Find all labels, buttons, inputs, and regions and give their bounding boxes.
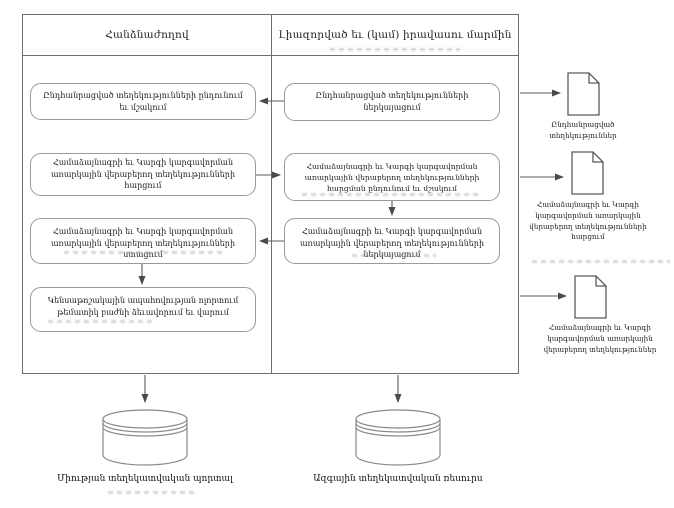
scan-artifact xyxy=(302,193,480,196)
scan-artifact xyxy=(48,320,156,323)
database-cylinder-icon xyxy=(102,409,188,466)
database-label-national-resource: Ազգային տեղեկատվական ռեսուրս xyxy=(313,474,483,484)
database-label-union-portal: Միության տեղեկատվական պորտալ xyxy=(57,474,233,484)
process-box-r1: Ընդհանրացված տեղեկությունների ներկայացու… xyxy=(284,83,500,121)
document-label-3: Համաձայնագրի եւ Կարգի կարգավորման առարկա… xyxy=(543,323,657,354)
process-box-l3: Համաձայնագրի եւ Կարգի կարգավորման առարկա… xyxy=(30,218,256,264)
document-label-2: Համաձայնագրի եւ Կարգի կարգավորման առարկա… xyxy=(529,200,647,242)
document-icon xyxy=(567,72,600,116)
process-box-l2: Համաձայնագրի եւ Կարգի կարգավորման առարկա… xyxy=(30,153,256,196)
lane-divider xyxy=(271,15,272,373)
document-icon xyxy=(571,151,604,195)
process-box-r2: Համաձայնագրի եւ Կարգի կարգավորման առարկա… xyxy=(284,153,500,201)
scan-artifact xyxy=(108,491,198,494)
scan-artifact xyxy=(330,48,460,51)
lane-header-separator xyxy=(23,55,518,56)
process-box-l4: Կենսաթոշակային ապահովության ոլորտում թեմ… xyxy=(30,287,256,332)
lane-title-authorized-body: Լիազորված եւ (կամ) իրավասու մարմին xyxy=(278,29,512,41)
document-label-1: Ընդհանրացված տեղեկություններ xyxy=(549,120,617,140)
scan-artifact xyxy=(64,251,222,254)
process-box-l1: Ընդհանրացված տեղեկությունների ընդունում … xyxy=(30,83,256,120)
scan-artifact xyxy=(352,254,436,257)
lane-title-committee: Հանձնաժողով xyxy=(105,29,189,41)
scan-artifact xyxy=(532,260,670,263)
database-cylinder-icon xyxy=(355,409,441,466)
document-icon xyxy=(574,275,607,319)
process-box-r3: Համաձայնագրի եւ Կարգի կարգավորման առարկա… xyxy=(284,218,500,264)
